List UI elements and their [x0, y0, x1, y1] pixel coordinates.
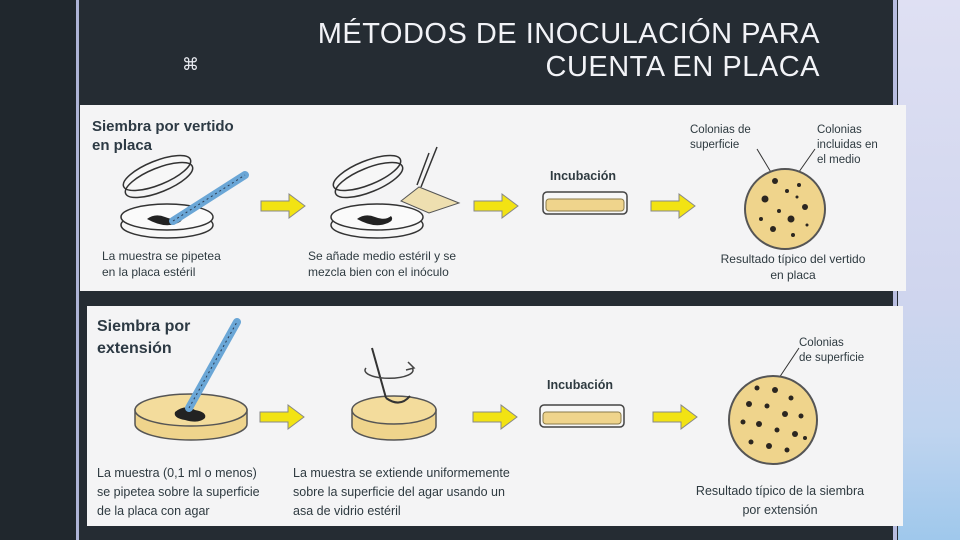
agar-plate	[351, 395, 437, 441]
spread-incubation-label: Incubación	[547, 378, 613, 392]
pour-incubation-label: Incubación	[550, 169, 616, 183]
open-petri-lid	[122, 154, 194, 199]
spread-step2-line-3: asa de vidrio estéril	[293, 504, 401, 518]
pour-result-plate	[744, 148, 826, 250]
pour-plate-title-line-1: Siembra por vertido	[92, 118, 234, 135]
arrow-icon	[652, 404, 698, 430]
slide-title: MÉTODOS DE INOCULACIÓN PARA CUENTA EN PL…	[200, 18, 820, 84]
spread-plate-title-line-1: Siembra por	[97, 318, 191, 335]
pour-embedded-line-1: Colonias	[817, 124, 862, 136]
spread-step1-illustration	[134, 318, 248, 441]
arrow-icon	[260, 193, 306, 219]
spread-step1-line-3: de la placa con agar	[97, 504, 210, 518]
pipette-icon	[185, 318, 241, 412]
spread-result-caption: Resultado típico de la siembra por exten…	[685, 482, 875, 520]
spread-result-line-2: por extensión	[742, 503, 818, 517]
arrow-icon	[650, 193, 696, 219]
pour-step1-line-1: La muestra se pipetea	[102, 249, 221, 263]
spread-plate-title: Siembra por extensión	[97, 316, 190, 360]
title-line-2: CUENTA EN PLACA	[545, 51, 820, 83]
incubated-plate-side-icon	[539, 404, 625, 428]
right-decorative-background	[898, 0, 960, 540]
pour-result-caption: Resultado típico del vertido en placa	[700, 251, 886, 283]
spread-result-line-1: Resultado típico de la siembra	[695, 484, 865, 498]
spread-result-plate	[728, 347, 818, 465]
spread-surface-line-2: de superficie	[799, 352, 865, 364]
pour-plate-title: Siembra por vertido en placa	[92, 117, 234, 155]
spread-plate-title-line-2: extensión	[97, 340, 172, 357]
title-line-1: MÉTODOS DE INOCULACIÓN PARA	[317, 18, 820, 50]
spread-step1-caption: La muestra (0,1 ml o menos) se pipetea s…	[97, 464, 260, 521]
arrow-icon	[472, 404, 518, 430]
left-accent-line	[76, 0, 79, 540]
spread-plate-panel: Siembra por extensión La muestra (0,1 ml…	[87, 306, 903, 526]
pour-step2-illustration	[330, 146, 461, 239]
pour-result-line-1: Resultado típico del vertido	[720, 252, 866, 266]
pour-plate-title-line-2: en placa	[92, 137, 153, 154]
pour-embedded-colonies-label: Colonias incluidas en el medio	[817, 123, 878, 168]
pour-step2-caption: Se añade medio estéril y se mezcla bien …	[308, 248, 456, 280]
sample-drop	[174, 407, 206, 422]
pour-result-line-2: en placa	[770, 268, 816, 282]
spread-step2-illustration	[351, 347, 437, 441]
arrow-icon	[259, 404, 305, 430]
spread-step2-caption: La muestra se extiende uniformemente sob…	[293, 464, 510, 521]
pour-plate-panel: Siembra por vertido en placa La muestra …	[80, 105, 906, 291]
spread-surface-colonies-label: Colonias de superficie	[799, 336, 864, 366]
pour-step1-line-2: en la placa estéril	[102, 265, 196, 279]
spread-step1-line-2: se pipetea sobre la superficie	[97, 485, 260, 499]
pour-surface-line-2: superficie	[690, 139, 740, 151]
pour-embedded-line-3: el medio	[817, 154, 861, 166]
pour-surface-line-1: Colonias de	[690, 124, 751, 136]
glass-spreader-icon	[364, 347, 416, 404]
pour-embedded-line-2: incluidas en	[817, 139, 878, 151]
pour-step1-illustration	[120, 154, 249, 239]
petri-dish-base	[330, 203, 424, 239]
media-bottle-icon	[400, 146, 461, 214]
arrow-icon	[473, 193, 519, 219]
open-petri-lid	[332, 154, 404, 199]
incubated-plate-side-icon	[542, 191, 628, 215]
pour-step2-line-2: mezcla bien con el inóculo	[308, 265, 449, 279]
pipette-icon	[169, 171, 249, 225]
pour-surface-colonies-label: Colonias de superficie	[690, 123, 751, 153]
spread-step2-line-2: sobre la superficie del agar usando un	[293, 485, 505, 499]
pour-step2-line-1: Se añade medio estéril y se	[308, 249, 457, 263]
spread-step2-line-1: La muestra se extiende uniformemente	[293, 466, 510, 480]
left-dark-strip	[0, 0, 76, 540]
spread-surface-line-1: Colonias	[799, 337, 844, 349]
brand-icon: ⌘	[182, 55, 199, 74]
spread-step1-line-1: La muestra (0,1 ml o menos)	[97, 466, 257, 480]
petri-dish-base	[120, 203, 214, 239]
pour-step1-caption: La muestra se pipetea en la placa estéri…	[102, 248, 221, 280]
